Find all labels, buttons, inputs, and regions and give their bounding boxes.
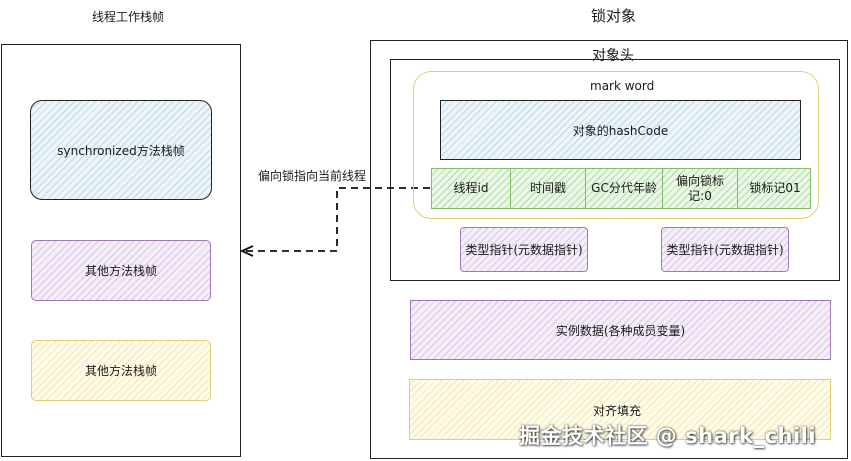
synchronized-frame-label: synchronized方法栈帧 (57, 143, 185, 158)
other-frame-label-1: 其他方法栈帧 (84, 264, 157, 278)
other-method-frame-1: 其他方法栈帧 (31, 240, 211, 301)
hash-code-label: 对象的hashCode (572, 123, 669, 138)
field-bias-lock-flag: 偏向锁标记:0 (662, 169, 737, 208)
thread-stack-panel (1, 44, 241, 457)
field-lock-flag: 锁标记01 (737, 169, 812, 208)
lock-object-panel (370, 40, 848, 459)
type-pointer-label-1: 类型指针(元数据指针) (465, 243, 583, 257)
instance-data-label: 实例数据(各种成员变量) (555, 323, 686, 338)
type-pointer-1: 类型指针(元数据指针) (460, 227, 588, 272)
object-header-panel (390, 59, 840, 281)
watermark: 掘金技术社区 @ shark_chili (519, 424, 817, 448)
other-method-frame-2: 其他方法栈帧 (31, 340, 211, 401)
thread-frame-title: 线程工作栈帧 (92, 10, 165, 24)
synchronized-method-frame: synchronized方法栈帧 (30, 100, 212, 200)
bias-lock-arrow-path (246, 187, 430, 252)
mark-word-fields-row: 线程id 时间戳 GC分代年龄 偏向锁标记:0 锁标记01 (431, 168, 811, 209)
other-frame-label-2: 其他方法栈帧 (84, 364, 157, 378)
mark-word-panel (413, 71, 819, 219)
padding-label: 对齐填充 (593, 404, 642, 418)
padding-box: 对齐填充 (409, 379, 831, 440)
field-gc-age: GC分代年龄 (585, 169, 662, 208)
field-thread-id: 线程id (453, 181, 489, 195)
field-timestamp: 时间戳 (510, 169, 585, 208)
arrow-label: 偏向锁指向当前线程 (258, 169, 367, 183)
hash-code-box: 对象的hashCode (440, 100, 801, 160)
type-pointer-2: 类型指针(元数据指针) (661, 227, 789, 272)
bias-lock-arrow-head (239, 245, 254, 257)
object-header-title: 对象头 (592, 48, 634, 64)
lock-object-title: 锁对象 (591, 7, 637, 25)
mark-word-title: mark word (590, 79, 655, 93)
type-pointer-label-2: 类型指针(元数据指针) (666, 243, 784, 257)
instance-data-box: 实例数据(各种成员变量) (410, 300, 831, 360)
